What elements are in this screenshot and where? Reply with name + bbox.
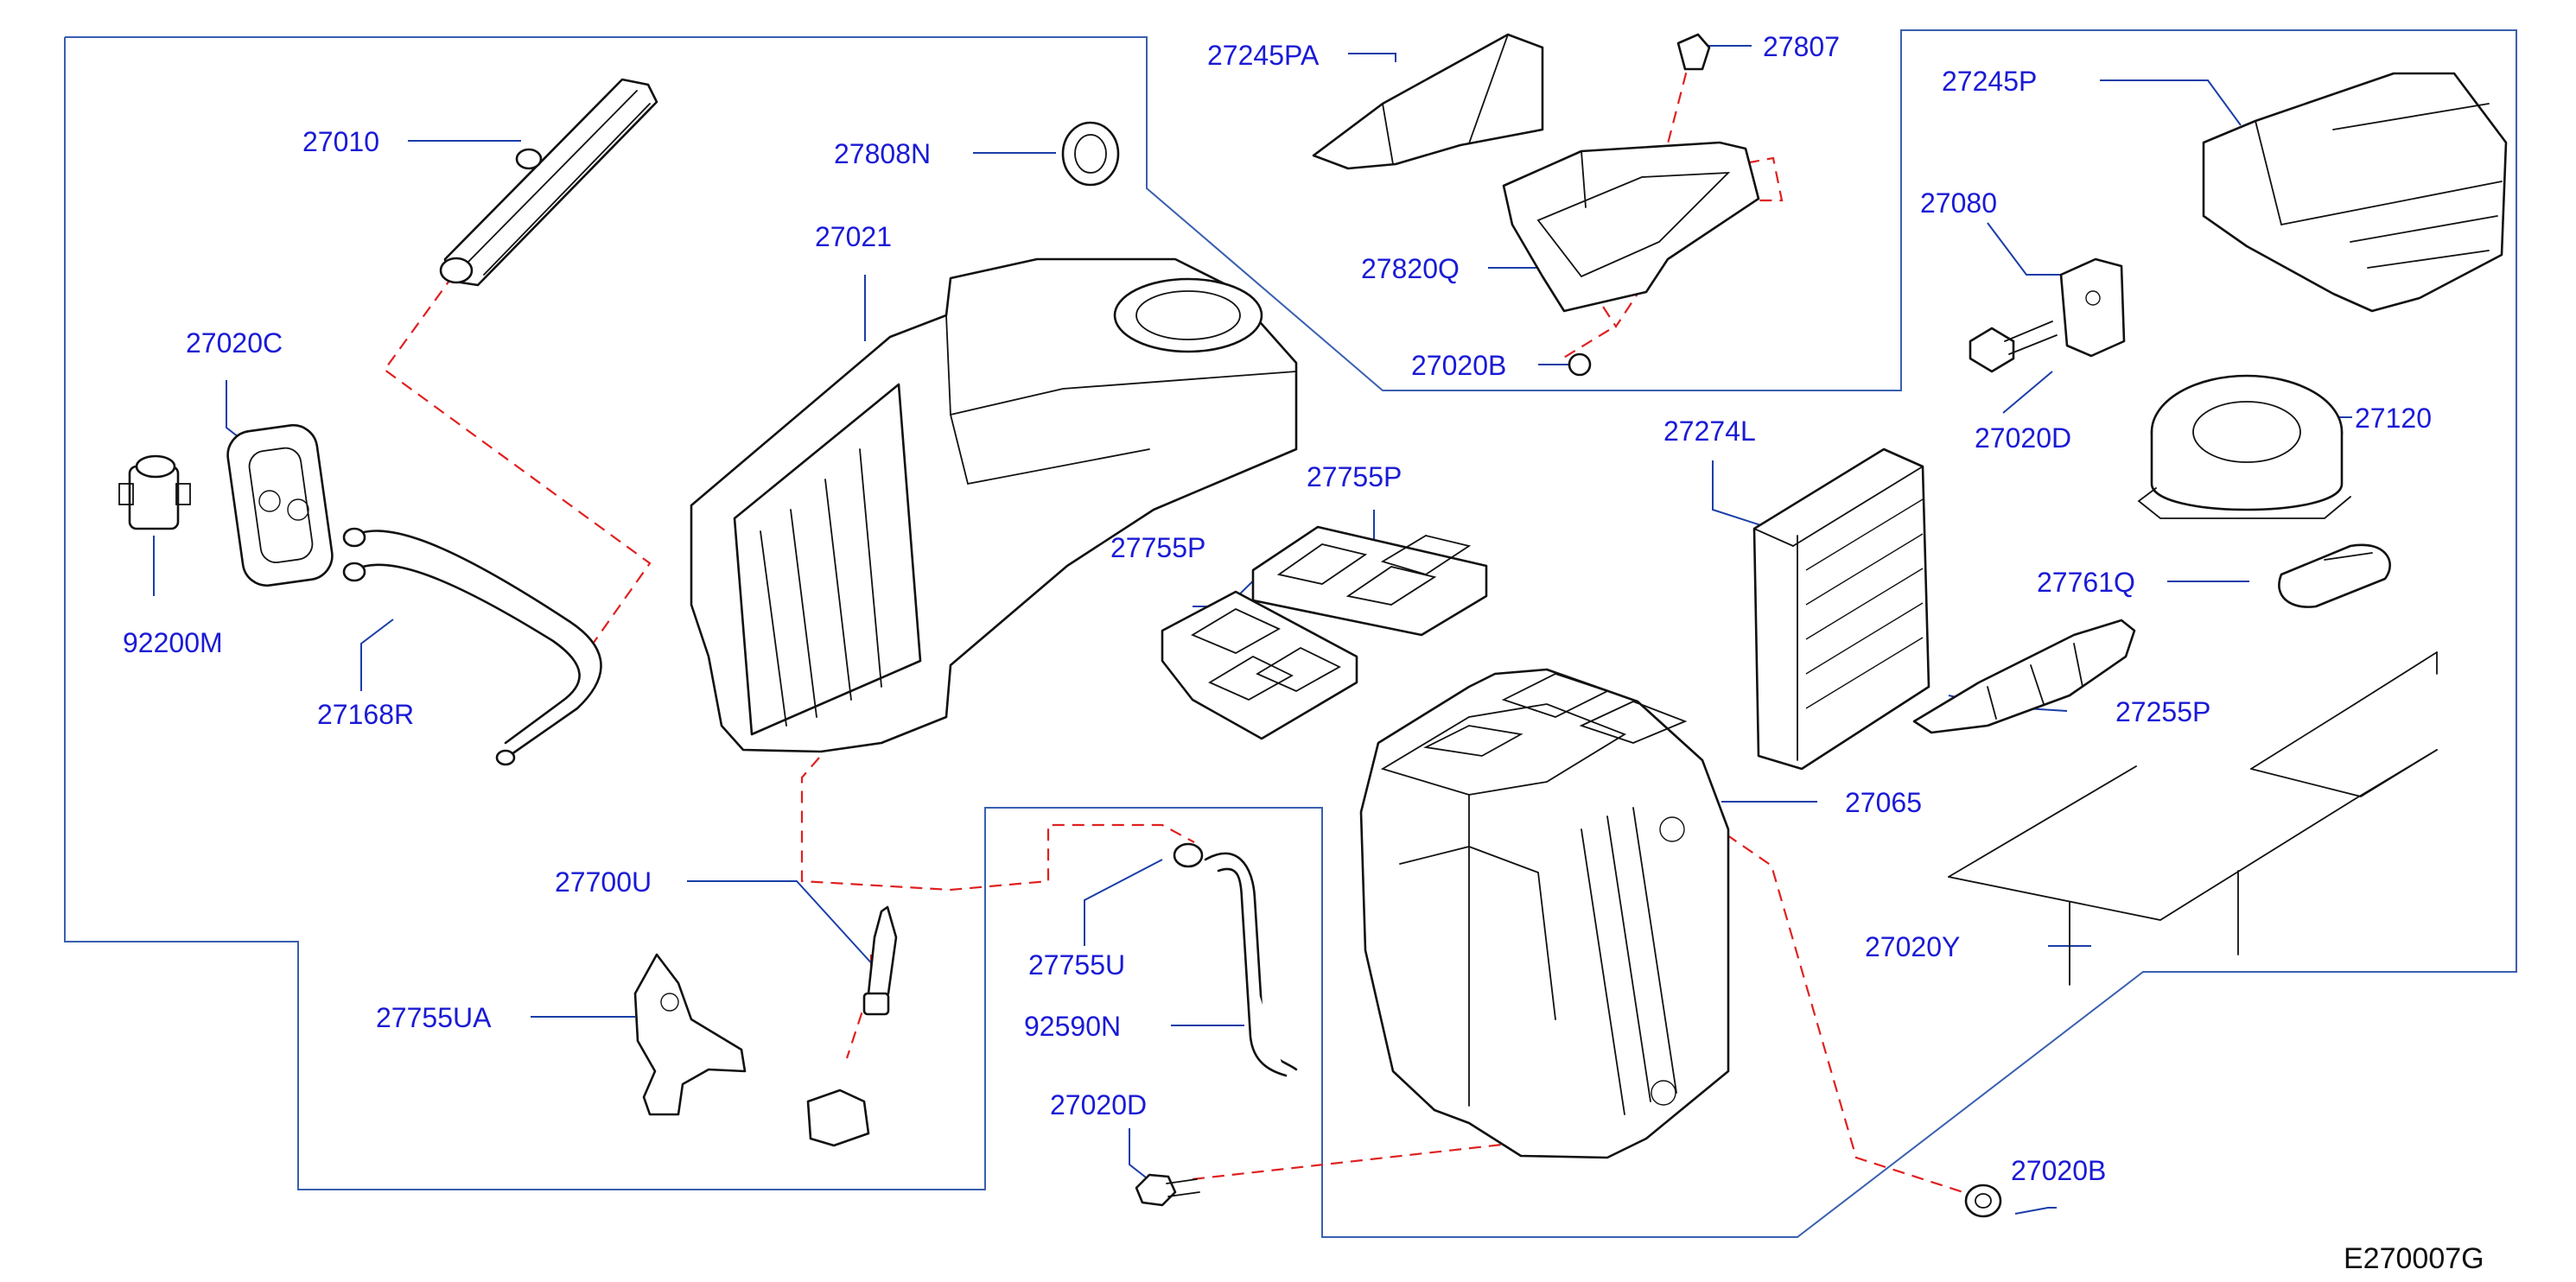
intake-frame-27820Q: [1502, 141, 1760, 313]
callout-27807: 27807: [1763, 31, 1840, 62]
callout-27761Q: 27761Q: [2037, 567, 2135, 598]
duct-27245PA: [1312, 33, 1544, 170]
boundary-heater-unit: [64, 29, 2517, 1238]
callout-27808N: 27808N: [834, 138, 931, 169]
callout-27255P: 27255P: [2115, 696, 2210, 727]
heater-housing-27021: [690, 257, 1298, 753]
callout-92590N: 92590N: [1024, 1011, 1121, 1042]
callout-27020B-bottom: 27020B: [2011, 1155, 2106, 1186]
screw-27020D-bottom: [1135, 1173, 1200, 1207]
callout-27168R: 27168R: [317, 699, 414, 730]
callout-27755U: 27755U: [1028, 949, 1125, 981]
drain-hose-92590N: [1204, 852, 1298, 1077]
diagram-reference-code: E270007G: [2344, 1242, 2484, 1275]
callout-27755P-lower: 27755P: [1110, 532, 1205, 563]
insulator-27020Y: [1948, 651, 2438, 986]
callout-27020D-top: 27020D: [1975, 422, 2071, 454]
seal-27020C: [226, 423, 334, 587]
screw-27020B-bottom: [1964, 1184, 2002, 1218]
duct-27255P: [1912, 619, 2136, 734]
screw-27020B-top: [1568, 352, 1592, 377]
callout-27020D-bottom: 27020D: [1050, 1089, 1147, 1120]
actuator-27080: [2059, 257, 2126, 358]
callout-27274L: 27274L: [1663, 416, 1756, 447]
callout-27010: 27010: [302, 126, 379, 157]
clamp-27755U: [1173, 842, 1204, 868]
callout-27700U: 27700U: [555, 866, 652, 898]
callout-27065: 27065: [1845, 787, 1922, 818]
pipe-27168R: [342, 527, 602, 766]
callout-27755P-upper: 27755P: [1307, 461, 1402, 492]
evaporator-housing-27065: [1359, 668, 1730, 1159]
callout-27020C: 27020C: [186, 327, 283, 359]
callout-27245PA: 27245PA: [1207, 40, 1320, 71]
clip-27807: [1676, 33, 1711, 71]
callout-27820Q: 27820Q: [1361, 253, 1460, 284]
blower-motor-27120: [2137, 374, 2351, 519]
bracket-27755UA: [633, 953, 747, 1116]
grommet-27808N: [1061, 121, 1120, 187]
sensor-27761Q: [2278, 543, 2391, 608]
callouts: 27010 27020C 92200M 27168R 27021 27808N …: [123, 31, 2432, 1186]
callout-27245P: 27245P: [1942, 66, 2037, 97]
callout-27020Y: 27020Y: [1865, 931, 1960, 962]
callout-27080: 27080: [1920, 187, 1997, 219]
callout-92200M: 92200M: [123, 627, 223, 658]
screw-27020D-top: [1969, 320, 2058, 373]
heater-core-27010: [439, 78, 658, 287]
leader-lines: [153, 45, 2352, 1215]
blower-case-27245P: [2202, 72, 2508, 313]
seal-27755P-lower: [1161, 590, 1358, 740]
callout-27755UA: 27755UA: [376, 1002, 492, 1033]
callout-27020B-top: 27020B: [1411, 350, 1506, 381]
callout-27021: 27021: [815, 221, 892, 252]
callout-27120: 27120: [2355, 403, 2432, 434]
filter-27274L: [1752, 447, 1930, 771]
valve-92200M: [118, 454, 191, 530]
sensor-harness-27700U: [806, 905, 898, 1147]
